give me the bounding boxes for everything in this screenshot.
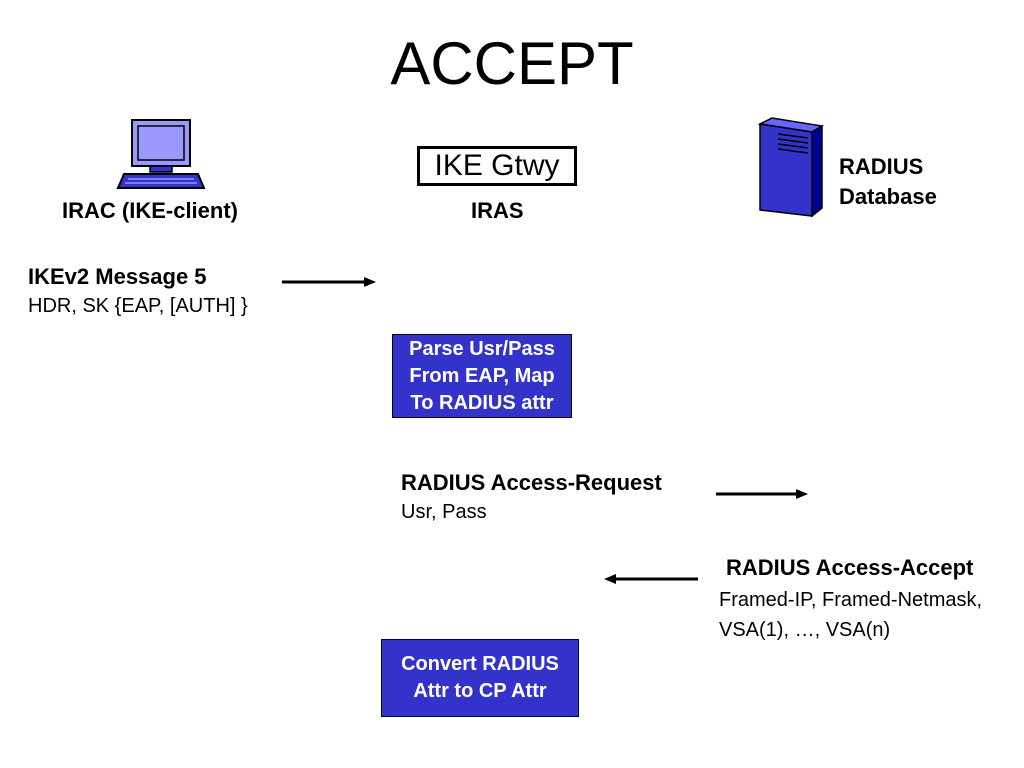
parse-process-box: Parse Usr/Pass From EAP, Map To RADIUS a… [392,334,572,418]
parse-line-3: To RADIUS attr [410,391,554,414]
convert-line-2: Attr to CP Attr [413,680,547,702]
arrow-right-icon [716,489,808,499]
page-title: ACCEPT [390,30,634,97]
ike-msg5-title: IKEv2 Message 5 [28,264,207,289]
access-request-detail: Usr, Pass [401,501,487,523]
access-accept-title: RADIUS Access-Accept [726,555,974,580]
access-accept-detail-line1: Framed-IP, Framed-Netmask, [719,589,983,611]
radius-label-line1: RADIUS [839,154,924,179]
parse-line-2: From EAP, Map [409,364,555,387]
server-icon [757,117,825,218]
radius-label-line2: Database [839,184,937,209]
gateway-box: IKE Gtwy [417,146,577,186]
convert-process-box: Convert RADIUS Attr to CP Attr [381,639,579,717]
convert-line-1: Convert RADIUS [401,653,559,675]
parse-line-1: Parse Usr/Pass [409,337,555,360]
client-label: IRAC (IKE-client) [62,198,238,223]
ike-msg5-detail: HDR, SK {EAP, [AUTH] } [28,295,248,317]
gateway-label: IRAS [471,198,524,223]
access-accept-detail-line2: VSA(1), …, VSA(n) [719,619,891,641]
laptop-icon [116,119,206,189]
access-request-title: RADIUS Access-Request [401,470,662,495]
arrow-right-icon [282,277,376,287]
arrow-left-icon [604,574,698,584]
